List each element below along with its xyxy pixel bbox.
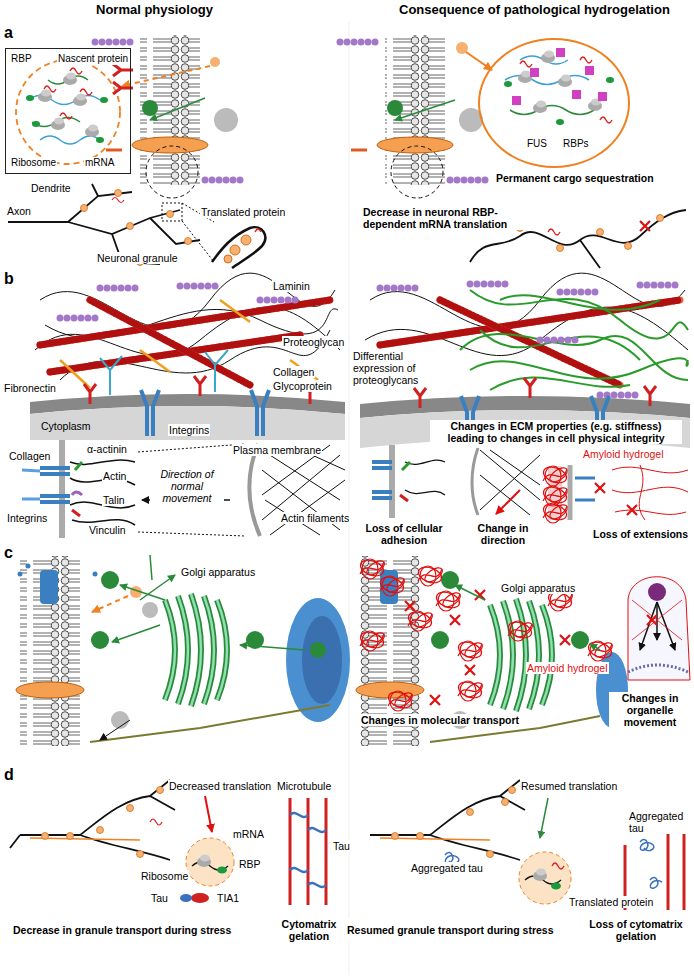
part-label: Integrins [168, 424, 210, 436]
node-label: RBPs [562, 138, 590, 150]
caption-label: Cytomatrix gelation [268, 918, 350, 942]
caption-label: Permanent cargo sequestration [495, 172, 655, 184]
part-label: Integrins [6, 512, 48, 524]
part-label: α-actinin [86, 443, 128, 455]
part-label: Tau [332, 840, 351, 852]
part-label: Direction of normal movement [150, 468, 224, 504]
part-label: Dendrite [30, 182, 72, 194]
part-label: Vinculin [88, 524, 127, 536]
caption-label: Decrease in neuronal RBP-dependent mRNA … [362, 206, 539, 230]
part-label: TIA1 [216, 892, 240, 904]
part-label: Axon [6, 205, 32, 217]
panel-letter: b [3, 270, 15, 288]
part-label: Actin filaments [280, 512, 350, 524]
part-label: Translated protein [200, 206, 286, 218]
node-label: mRNA [84, 157, 115, 169]
part-label: Aggregated tau [410, 862, 484, 874]
caption-label: Change in direction [462, 522, 544, 546]
part-label: Glycoprotein [272, 380, 333, 392]
panel-letter: c [3, 544, 14, 562]
part-label: Collagen [8, 450, 51, 462]
caption-label: Loss of extensions [592, 528, 689, 540]
part-label: Microtubule [276, 780, 332, 792]
column-heading: Consequence of pathological hydrogelatio… [398, 3, 671, 18]
part-label: Neuronal granule [96, 252, 179, 264]
caption-label: Changes in ECM properties (e.g. stiffnes… [430, 420, 682, 444]
caption-label: Loss of cellular adhesion [358, 522, 450, 546]
part-label: Actin [102, 470, 127, 482]
column-heading: Normal physiology [95, 3, 214, 18]
part-label: Decreased translation [168, 780, 272, 792]
caption-label: Resumed granule transport during stress [346, 924, 555, 936]
part-label: Amyloid hydrogel [526, 662, 609, 674]
part-label: Ribosome [140, 870, 189, 882]
part-label: RBP [238, 858, 262, 870]
node-label: Nascent protein [57, 53, 129, 65]
part-label: mRNA [232, 828, 265, 840]
part-label: Fibronectin [3, 382, 57, 394]
part-label: Golgi apparatus [180, 566, 256, 578]
panel-letter: d [3, 766, 15, 784]
part-label: Plasma membrane [232, 444, 322, 456]
node-label: RBP [10, 53, 33, 65]
part-label: Proteoglycan [282, 336, 345, 348]
granule-circle: FUS RBPs [478, 38, 630, 168]
caption-label: Changes in organelle movement [609, 692, 691, 728]
node-label: FUS [526, 138, 548, 150]
part-label: Collagen [272, 366, 315, 378]
part-label: Cytoplasm [40, 420, 92, 432]
part-label: Laminin [272, 280, 311, 292]
part-label: Resumed translation [520, 780, 618, 792]
node-label: Ribosome [10, 157, 57, 169]
panel-letter: a [3, 24, 14, 42]
part-label: Aggregated tau [628, 810, 690, 834]
part-label: Differential expression of proteoglycans [352, 350, 454, 386]
inset-box: RBP Nascent proteinRibosome mRNA [5, 48, 131, 174]
part-label: Talin [102, 494, 126, 506]
part-label: Amyloid hydrogel [582, 448, 665, 460]
part-label: Translated protein [568, 896, 654, 908]
part-label: Tau [150, 892, 169, 904]
part-label: Golgi apparatus [500, 582, 576, 594]
caption-label: Decrease in granule transport during str… [12, 924, 232, 936]
caption-label: Changes in molecular transport [360, 714, 520, 726]
caption-label: Loss of cytomatrix gelation [581, 918, 691, 942]
